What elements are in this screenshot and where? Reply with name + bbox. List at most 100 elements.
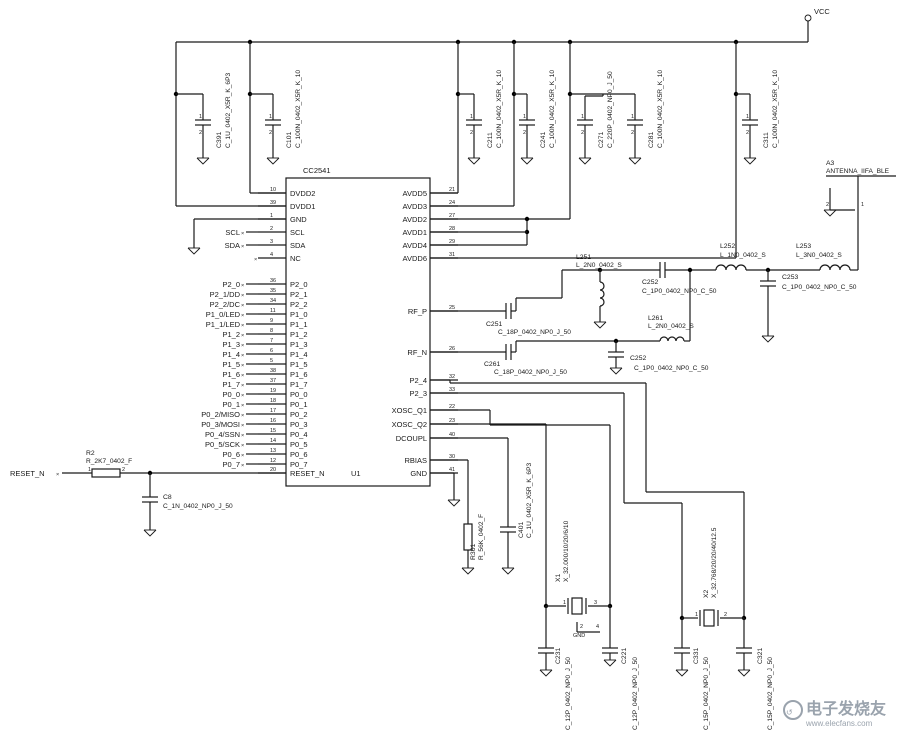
chip-pin-number: 4: [270, 252, 273, 258]
c252a-value: C_1P0_0402_NP0_C_50: [642, 288, 717, 295]
net-label: P1_1/LED: [206, 320, 241, 329]
chip-pin-name: P2_3: [409, 389, 427, 398]
chip-pin-number: 26: [449, 346, 455, 352]
chip-pin-name: DVDD1: [290, 202, 315, 211]
chip-pin-number: 28: [449, 226, 455, 232]
c221-value: C_12P_0402_NP0_J_50: [632, 657, 639, 730]
chip-pin-name: RESET_N: [290, 469, 325, 478]
chip-pin-name: P2_0: [290, 280, 308, 289]
chip-pin-name: P1_1: [290, 320, 308, 329]
chip-pin-name: P1_2: [290, 330, 308, 339]
l251-inductor: [599, 281, 605, 307]
no-connect-mark: ×: [241, 443, 244, 449]
chip-pin-number: 38: [270, 368, 276, 374]
chip-pin-name: P1_3: [290, 340, 308, 349]
net-label: P0_4/SSN: [205, 430, 240, 439]
chip-pin-number: 16: [270, 418, 276, 424]
c261-ref: C261: [484, 361, 500, 368]
svg-text:2: 2: [724, 612, 727, 618]
chip-pin-number: 39: [270, 200, 276, 206]
x1-value: X_32.000/10/20/6/10: [563, 520, 570, 582]
c231-ref: C231: [555, 648, 562, 664]
chip-pin-number: 15: [270, 428, 276, 434]
left-net-labels: SCL×SDA×P2_0×P2_1/DD×P2_2/DC×P1_0/LED×P1…: [201, 228, 258, 469]
chip-pin-number: 27: [449, 213, 455, 219]
cap-ref: C311: [763, 132, 770, 148]
antenna-a3: A3 ANTENNA_IIFA_BLE 2 1: [823, 160, 896, 218]
svg-text:×: ×: [56, 472, 59, 478]
antenna-ref: A3: [826, 160, 835, 167]
c253-value: C_1P0_0402_NP0_C_50: [782, 284, 857, 291]
no-connect-mark: ×: [241, 343, 244, 349]
net-label: P1_3: [222, 340, 240, 349]
x2-value: X_32.768/20/20/40/12.5: [711, 527, 718, 598]
net-label: P0_7: [222, 460, 240, 469]
x1-crystal: [571, 597, 583, 615]
l252-ref: L252: [720, 243, 735, 250]
cap-value: C_100N_0402_X5R_K_10: [772, 70, 779, 148]
chip-pin-name: RF_N: [407, 348, 427, 357]
chip-pin-number: 33: [449, 387, 455, 393]
no-connect-mark: ×: [241, 303, 244, 309]
c8-value: C_1N_0402_NP0_J_50: [163, 503, 233, 510]
chip-pin-number: 40: [449, 432, 455, 438]
svg-text:2: 2: [580, 624, 583, 630]
cap-value: C_1U_0402_X5R_K_6P3: [225, 73, 232, 148]
svg-text:1: 1: [563, 600, 566, 606]
chip-pin-name: AVDD4: [403, 241, 427, 250]
net-label: P0_5/SCK: [205, 440, 240, 449]
chip-pin-number: 6: [270, 348, 273, 354]
c252b-ref: C252: [630, 355, 646, 362]
chip-pin-number: 13: [270, 448, 276, 454]
chip-pin-name: RF_P: [408, 307, 427, 316]
no-connect-mark: ×: [241, 463, 244, 469]
r301-value: R_56K_0402_F: [478, 514, 485, 560]
chip-pin-name: RBIAS: [404, 456, 427, 465]
r301-ref: R301: [470, 544, 477, 560]
chip-pin-number: 7: [270, 338, 273, 344]
svg-text:4: 4: [596, 624, 599, 630]
l252-value: L_1N0_0402_S: [720, 252, 766, 259]
net-label: SDA: [225, 241, 240, 250]
chip-pin-name: P1_7: [290, 380, 308, 389]
antenna-value: ANTENNA_IIFA_BLE: [826, 168, 890, 175]
chip-pin-number: 36: [270, 278, 276, 284]
c253-ref: C253: [782, 274, 798, 281]
svg-text:2: 2: [122, 467, 125, 473]
cap-value: C_220P_0402_NP0_J_50: [607, 71, 614, 148]
net-label: P1_7: [222, 380, 240, 389]
crystal-x1-circuit: 1 3 X1 X_32.000/10/20/6/10 2 4 GND C231 …: [430, 409, 639, 730]
chip-pin-number: 19: [270, 388, 276, 394]
chip-pin-number: 32: [449, 374, 455, 380]
net-label: SCL: [225, 228, 240, 237]
svg-text:2: 2: [631, 130, 634, 136]
c221-ref: C221: [621, 648, 628, 664]
chip-pin-name: AVDD5: [403, 189, 427, 198]
vcc-rail: [176, 39, 808, 45]
no-connect-mark: ×: [241, 383, 244, 389]
no-connect-mark: ×: [241, 313, 244, 319]
chip-pin-name: AVDD6: [403, 254, 427, 263]
chip-pin-name: NC: [290, 254, 301, 263]
svg-text:2: 2: [470, 130, 473, 136]
l251-value: L_2N0_0402_S: [576, 262, 622, 269]
cap-value: C_100N_0402_X5R_K_10: [657, 70, 664, 148]
chip-pin-number: 1: [270, 213, 273, 219]
svg-text:1: 1: [631, 114, 634, 120]
chip-pin-number: 12: [270, 458, 276, 464]
c401-value: C_1U_0402_X5R_K_6P3: [526, 463, 533, 538]
net-label: P0_3/MOSI: [201, 420, 240, 429]
no-connect-mark: ×: [241, 423, 244, 429]
chip-pin-name: XOSC_Q2: [392, 420, 427, 429]
vcc-symbol: VCC: [804, 7, 830, 42]
chip-pin-number: 37: [270, 378, 276, 384]
no-connect-mark: ×: [241, 413, 244, 419]
l251-ref: L251: [576, 254, 591, 261]
l261-ref: L261: [648, 315, 663, 322]
no-connect-mark: ×: [241, 333, 244, 339]
svg-text:2: 2: [581, 130, 584, 136]
chip-pin-number: 30: [449, 454, 455, 460]
watermark-url: www.elecfans.com: [805, 719, 873, 728]
